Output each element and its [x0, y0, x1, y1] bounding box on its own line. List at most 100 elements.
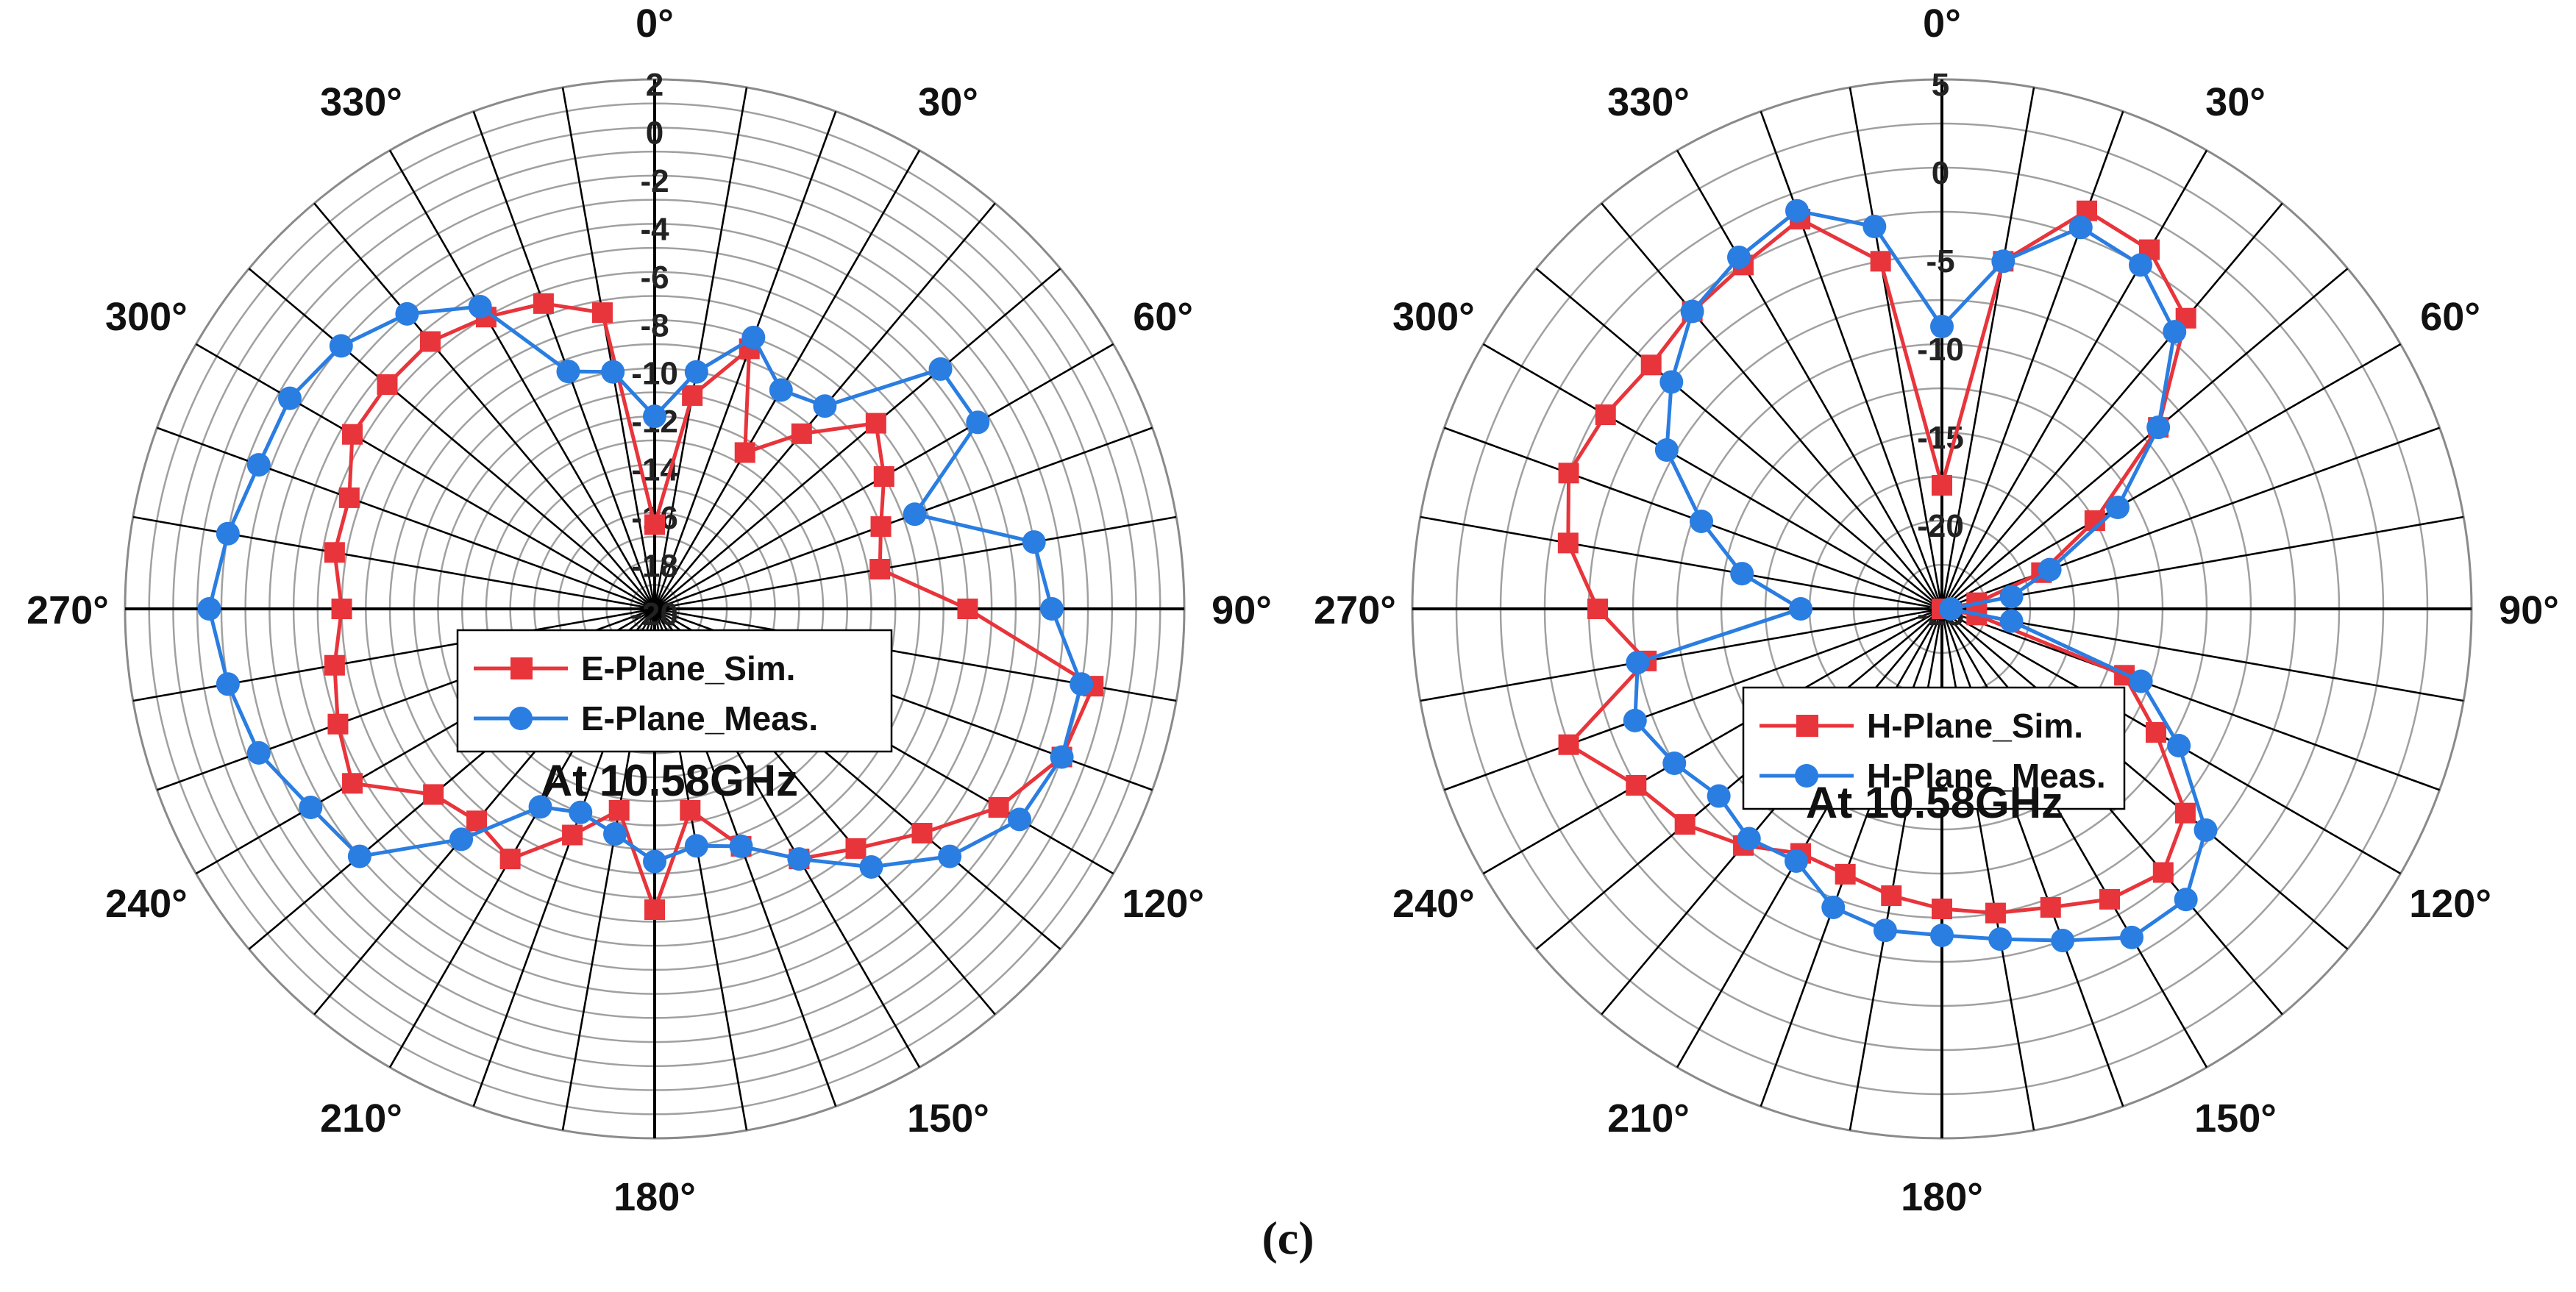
- legend-label: E-Plane_Sim.: [581, 649, 795, 688]
- grid-spoke: [561, 87, 656, 610]
- legend: E-Plane_Sim. E-Plane_Meas.: [456, 629, 893, 753]
- angle-label: 90°: [1211, 588, 1272, 632]
- series-point: [1862, 215, 1887, 239]
- grid-spoke: [1849, 87, 1943, 610]
- series-point: [873, 466, 894, 487]
- series-point: [1022, 530, 1046, 554]
- radial-tick-label: -8: [640, 307, 669, 343]
- series-point: [601, 360, 625, 384]
- angle-label: 240°: [105, 882, 188, 926]
- series-point: [603, 822, 627, 846]
- series-point: [2174, 802, 2196, 824]
- grid-spoke: [1676, 149, 1943, 610]
- series-point: [1070, 672, 1094, 696]
- series-point: [1587, 599, 1608, 619]
- series-point: [2174, 888, 2198, 912]
- series-point: [1939, 597, 1963, 621]
- angle-label: 60°: [1133, 295, 1193, 339]
- series-point: [591, 302, 613, 324]
- radial-tick-label: -5: [1926, 243, 1954, 279]
- series-point: [608, 799, 630, 821]
- series-point: [299, 796, 323, 819]
- series-point: [1737, 827, 1761, 851]
- series-point: [643, 849, 666, 874]
- angle-label: 120°: [1122, 882, 1204, 926]
- series-point: [813, 394, 837, 418]
- grid-spoke: [1941, 268, 2349, 610]
- series-point: [1932, 475, 1952, 496]
- legend-marker: [510, 657, 533, 679]
- grid-spoke: [1940, 608, 2124, 1107]
- series-point: [1881, 885, 1902, 906]
- grid-spoke: [1941, 607, 2441, 791]
- series-line: [1633, 209, 2207, 943]
- grid-spoke: [1941, 202, 2283, 610]
- grid-spoke: [1482, 607, 1943, 875]
- series-point: [729, 834, 753, 858]
- angle-label: 270°: [26, 588, 109, 632]
- series-point: [791, 423, 812, 444]
- series-point: [1785, 199, 1809, 223]
- series-point: [1999, 585, 2024, 609]
- grid-spoke: [1482, 343, 1943, 610]
- series-point: [845, 838, 867, 859]
- series-point: [682, 385, 703, 406]
- frequency-annotation: At 10.58GHz: [1806, 778, 2063, 827]
- series-point: [395, 301, 419, 326]
- frequency-annotation: At 10.58GHz: [541, 756, 798, 805]
- series-point: [1785, 849, 1808, 873]
- series-point: [1623, 708, 1647, 732]
- figure-caption: (c): [1262, 1212, 1314, 1264]
- series-point: [680, 799, 701, 821]
- grid-spoke: [388, 149, 656, 610]
- grid-spoke: [1420, 515, 1943, 610]
- series-point: [1930, 315, 1954, 338]
- grid-spoke: [654, 515, 1177, 610]
- e-plane-polar-chart: 20-2-4-6-8-10-12-14-16-18-200°30°60°90°1…: [26, 1, 1272, 1219]
- grid-spoke: [313, 202, 655, 610]
- series-point: [528, 795, 552, 819]
- series-point: [1821, 895, 1846, 919]
- angle-label: 300°: [1392, 295, 1475, 339]
- series-point: [643, 404, 666, 429]
- angle-label: 180°: [613, 1175, 696, 1219]
- series-point: [2129, 669, 2153, 693]
- series-point: [419, 331, 441, 352]
- series-point: [278, 386, 302, 410]
- series-point: [741, 325, 766, 349]
- series-point: [1040, 597, 1064, 621]
- series-point: [2038, 557, 2062, 582]
- series-point: [734, 442, 755, 463]
- grid-spoke: [1940, 110, 2124, 610]
- series-point: [1789, 597, 1812, 621]
- radial-tick-label: 5: [1932, 67, 1949, 103]
- series-point: [2146, 415, 2171, 440]
- series-point: [1662, 752, 1687, 775]
- series-point: [2051, 929, 2075, 953]
- radial-tick-label: 2: [646, 67, 663, 103]
- angle-label: 30°: [2205, 80, 2266, 124]
- angle-label: 0°: [1923, 1, 1961, 46]
- series-point: [342, 424, 363, 445]
- series-point: [468, 295, 492, 319]
- grid-spoke: [1941, 426, 2441, 610]
- series-point: [324, 542, 345, 563]
- grid-spoke: [1941, 608, 2349, 950]
- series-point: [1873, 918, 1897, 943]
- series-point: [347, 844, 371, 868]
- series-point: [787, 847, 811, 871]
- grid-spoke: [156, 426, 655, 610]
- series-point: [1626, 775, 1647, 796]
- grid-spoke: [1760, 110, 1943, 610]
- series-point: [1689, 509, 1713, 533]
- series-point: [1626, 650, 1650, 674]
- series-point: [644, 514, 665, 535]
- series-point: [329, 334, 353, 358]
- angle-label: 180°: [1901, 1175, 1983, 1219]
- grid-spoke: [1535, 608, 1943, 950]
- radial-tick-label: 0: [646, 115, 663, 151]
- grid-spoke: [653, 110, 837, 610]
- series-point: [1680, 299, 1704, 324]
- legend-label: E-Plane_Meas.: [581, 699, 818, 738]
- legend: H-Plane_Sim.H-Plane_Meas.: [1742, 686, 2126, 810]
